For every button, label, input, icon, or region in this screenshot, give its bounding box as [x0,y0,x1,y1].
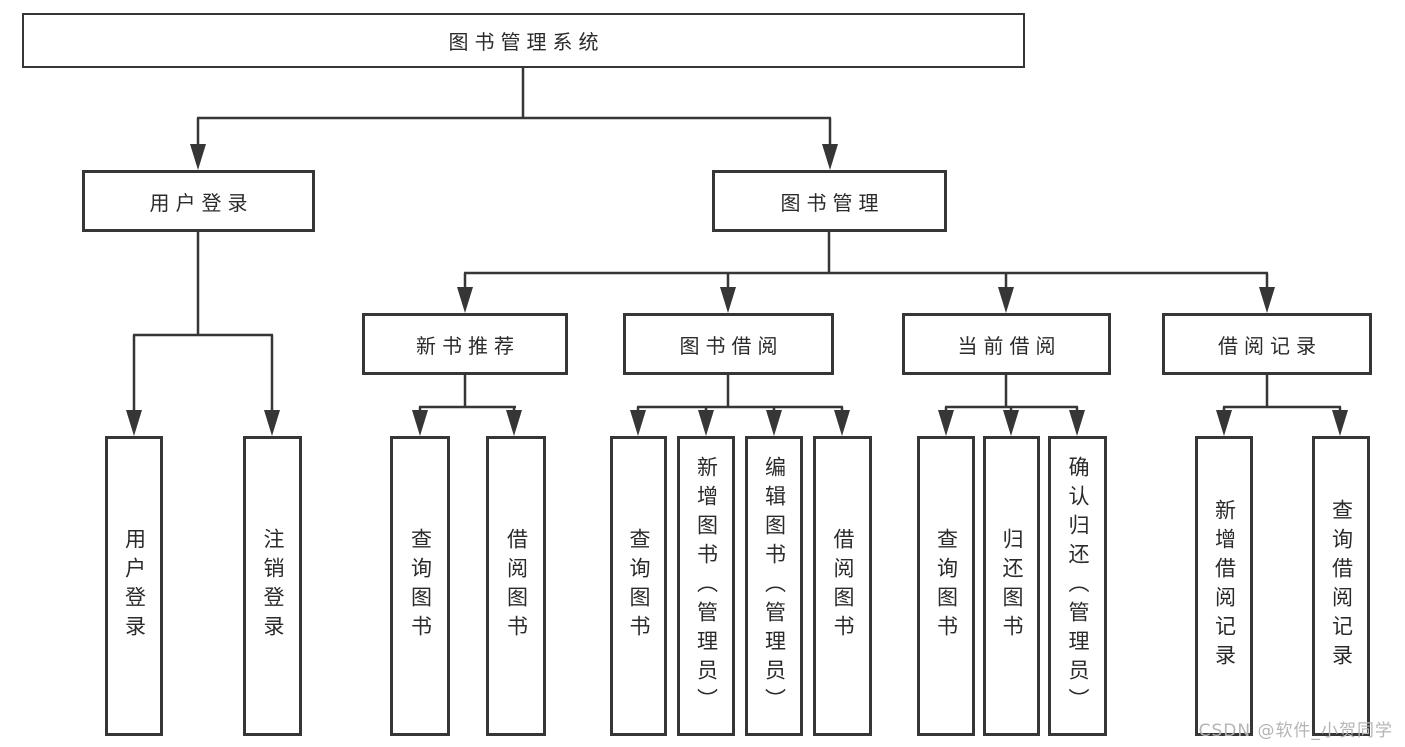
leaf-query-borrow-record: 查询借阅记录 [1312,436,1370,736]
node-book-borrowing: 图书借阅 [623,313,834,375]
node-library-management-system: 图书管理系统 [22,13,1025,68]
leaf-query-books-borrowing: 查询图书 [610,436,667,736]
node-current-borrowing: 当前借阅 [902,313,1111,375]
leaf-user-login: 用户登录 [105,436,163,736]
leaf-borrow-books-recommend: 借阅图书 [486,436,546,736]
leaf-add-books-admin: 新增图书（管理员） [677,436,735,736]
node-book-management: 图书管理 [712,170,947,232]
node-borrowing-records: 借阅记录 [1162,313,1372,375]
leaf-edit-books-admin: 编辑图书（管理员） [745,436,803,736]
leaf-return-books: 归还图书 [983,436,1040,736]
watermark-text: CSDN @软件_小贺同学 [1198,721,1393,741]
node-user-login: 用户登录 [82,170,315,232]
arrowheads [126,144,1348,436]
leaf-query-books-current: 查询图书 [917,436,975,736]
leaf-logout: 注销登录 [243,436,302,736]
leaf-query-books-recommend: 查询图书 [390,436,450,736]
leaf-borrow-books: 借阅图书 [813,436,872,736]
leaf-add-borrow-record: 新增借阅记录 [1195,436,1253,736]
leaf-confirm-return-admin: 确认归还（管理员） [1048,436,1107,736]
node-new-book-recommendation: 新书推荐 [362,313,568,375]
